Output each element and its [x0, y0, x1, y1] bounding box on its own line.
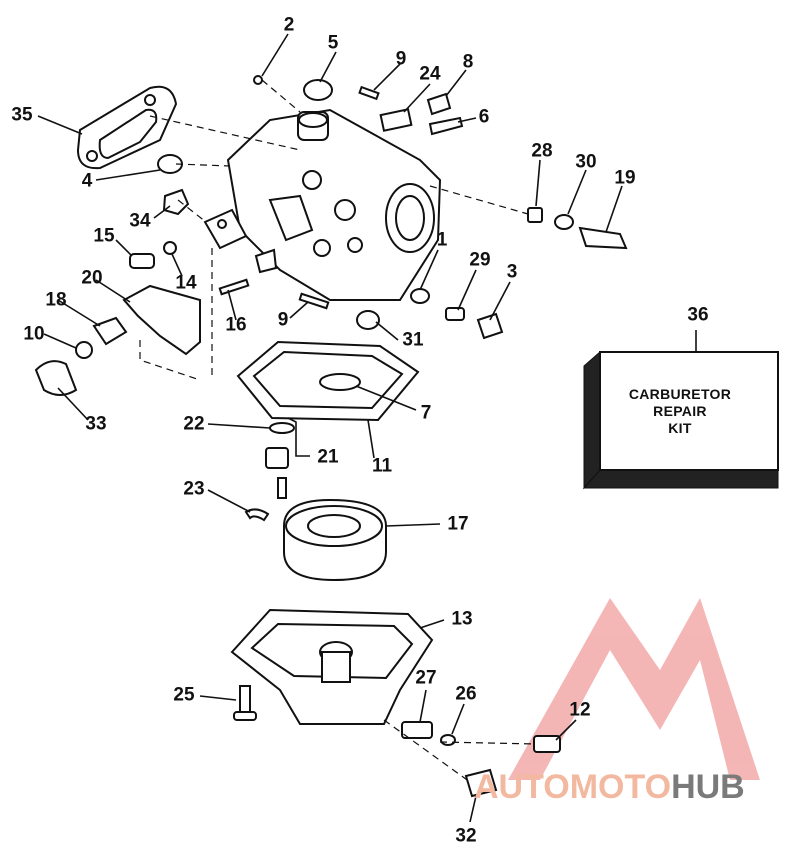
callout-36: 36 [687, 304, 709, 326]
callout-18: 18 [45, 289, 67, 311]
callout-7: 7 [420, 402, 432, 424]
callout-15: 15 [93, 225, 115, 247]
callout-14: 14 [175, 272, 197, 294]
callout-28: 28 [531, 140, 553, 162]
callout-30: 30 [575, 151, 597, 173]
callout-27: 27 [415, 667, 437, 689]
callout-32: 32 [455, 825, 477, 847]
callout-17: 17 [447, 513, 469, 535]
callout-9b: 9 [277, 309, 289, 331]
callout-4: 4 [81, 170, 93, 192]
callout-23: 23 [183, 478, 205, 500]
callout-2: 2 [283, 14, 295, 36]
carburetor-body [203, 108, 442, 301]
callout-33: 33 [85, 413, 107, 435]
callout-34: 34 [129, 210, 151, 232]
float-bowl-13 [230, 608, 434, 725]
callout-20: 20 [81, 267, 103, 289]
callout-6: 6 [478, 106, 490, 128]
kit-line-1: CARBURETOR [628, 386, 732, 402]
callout-5: 5 [327, 32, 339, 54]
callout-22: 22 [183, 413, 205, 435]
callout-19: 19 [614, 167, 636, 189]
callout-11: 11 [371, 455, 393, 477]
callout-35: 35 [11, 104, 33, 126]
watermark-part2: HUB [671, 768, 745, 806]
callout-24: 24 [419, 63, 441, 85]
callout-25: 25 [173, 684, 195, 706]
bowl-gasket-11 [236, 340, 420, 422]
watermark-part1: AUTOMOTO [474, 768, 672, 806]
watermark-text: AUTOMOTOHUB [474, 770, 745, 804]
callout-29: 29 [469, 249, 491, 271]
float-17 [283, 498, 387, 582]
callout-16: 16 [225, 314, 247, 336]
callout-1: 1 [436, 229, 448, 251]
callout-21: 21 [317, 446, 339, 468]
repair-kit-box-36 [582, 350, 779, 490]
mounting-gasket-35 [76, 85, 178, 170]
callout-3: 3 [506, 261, 518, 283]
callout-10: 10 [23, 323, 45, 345]
kit-line-3: KIT [668, 420, 692, 436]
callout-9: 9 [395, 48, 407, 70]
callout-8: 8 [462, 51, 474, 73]
watermark-logo [508, 598, 760, 780]
repair-kit-label: CARBURETOR REPAIR KIT [600, 386, 760, 437]
callout-26: 26 [455, 683, 477, 705]
kit-line-2: REPAIR [653, 403, 707, 419]
assembly-lines [139, 79, 537, 783]
leader-lines [37, 33, 697, 823]
callout-13: 13 [451, 608, 473, 630]
callout-12: 12 [569, 699, 591, 721]
callout-31: 31 [402, 329, 424, 351]
